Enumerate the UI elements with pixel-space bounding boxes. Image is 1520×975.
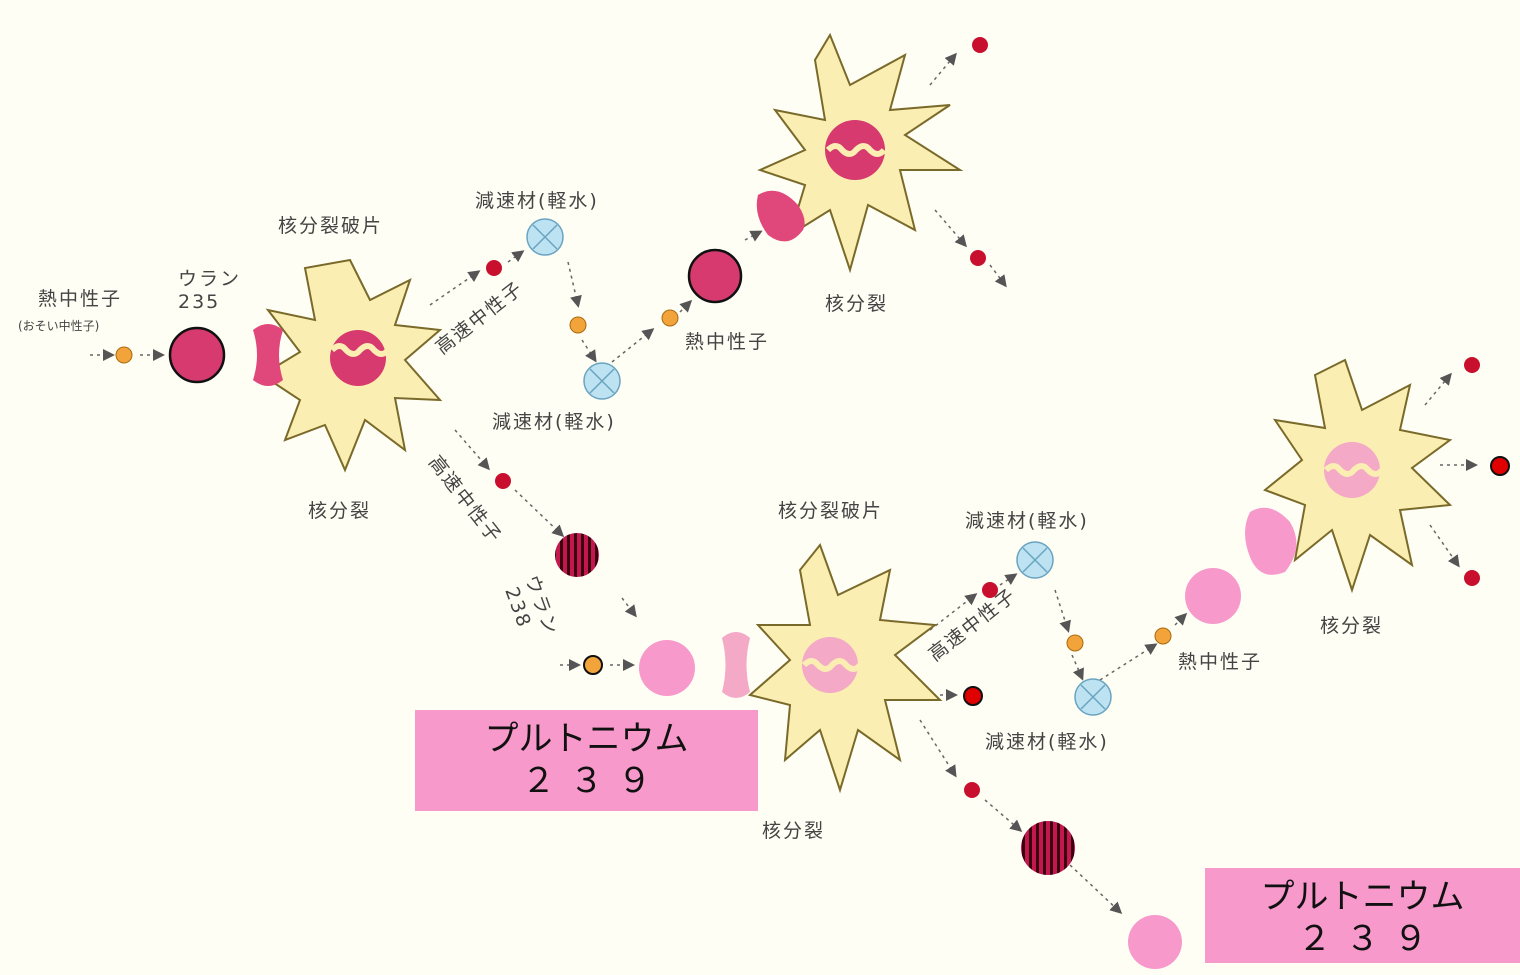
uranium238-nucleus-1 [555,533,599,577]
deforming-plutonium-2 [1245,507,1297,575]
moderator-4 [1074,678,1112,716]
label-slow-neutron: (おそい中性子) [18,318,99,333]
label-moderator-3: 減速材(軽水) [965,510,1089,532]
label-fission-1: 核分裂 [825,293,888,315]
thermal-neutrons [115,309,1172,675]
plutonium-name-1: プルトニウム [484,719,689,759]
uranium235-nucleus-1 [168,326,226,384]
label-fission-fragment-2: 核分裂破片 [778,500,883,522]
fission-burst-3 [747,542,943,794]
fission-burst-2 [757,32,964,274]
deforming-nucleus-2 [756,190,805,242]
label-fission-4: 核分裂 [1320,615,1383,637]
plutonium239-label-1: プルトニウム ２３９ [415,710,758,811]
fission-burst-4 [1263,358,1453,594]
plutonium239-nucleus-3 [1128,915,1182,969]
plutonium-name-2: プルトニウム [1260,877,1465,917]
label-fast-neutron-1: 高速中性子 [432,277,528,359]
label-thermal-neutron-2: 熱中性子 [685,331,769,353]
plutonium239-nucleus-2 [1185,568,1241,624]
plutonium239-nucleus-1 [639,640,695,696]
label-uranium235-num: 235 [178,291,220,313]
label-moderator-4: 減速材(軽水) [985,731,1109,753]
fast-neutrons [486,37,1480,798]
moderator-2 [583,362,621,400]
label-fast-neutron-3: 高速中性子 [925,584,1021,666]
label-moderator-2: 減速材(軽水) [492,411,616,433]
neutron-paths [90,52,1478,915]
label-fission-2: 核分裂 [308,500,371,522]
label-thermal-neutron-3: 熱中性子 [1178,651,1262,673]
moderator-3 [1016,541,1054,579]
label-fission-3: 核分裂 [762,820,825,842]
label-uranium235-name: ウラン [178,268,241,290]
uranium235-nucleus-2 [687,248,743,304]
plutonium239-label-2: プルトニウム ２３９ [1205,868,1520,963]
plutonium-number-1: ２３９ [521,761,666,801]
uranium238-nucleus-2 [1021,821,1075,875]
moderator-1 [526,218,564,256]
label-fission-fragment-1: 核分裂破片 [278,215,383,237]
label-moderator-1: 減速材(軽水) [475,190,599,212]
fission-burst-1 [260,258,443,473]
deforming-nucleus-1 [253,324,283,386]
label-fast-neutron-2: 高速中性子 [424,452,506,548]
label-thermal-neutron-1: 熱中性子 [38,288,122,310]
deforming-plutonium-1 [722,632,750,698]
fast-neutrons-marked [963,456,1510,706]
plutonium-number-2: ２３９ [1297,919,1442,959]
